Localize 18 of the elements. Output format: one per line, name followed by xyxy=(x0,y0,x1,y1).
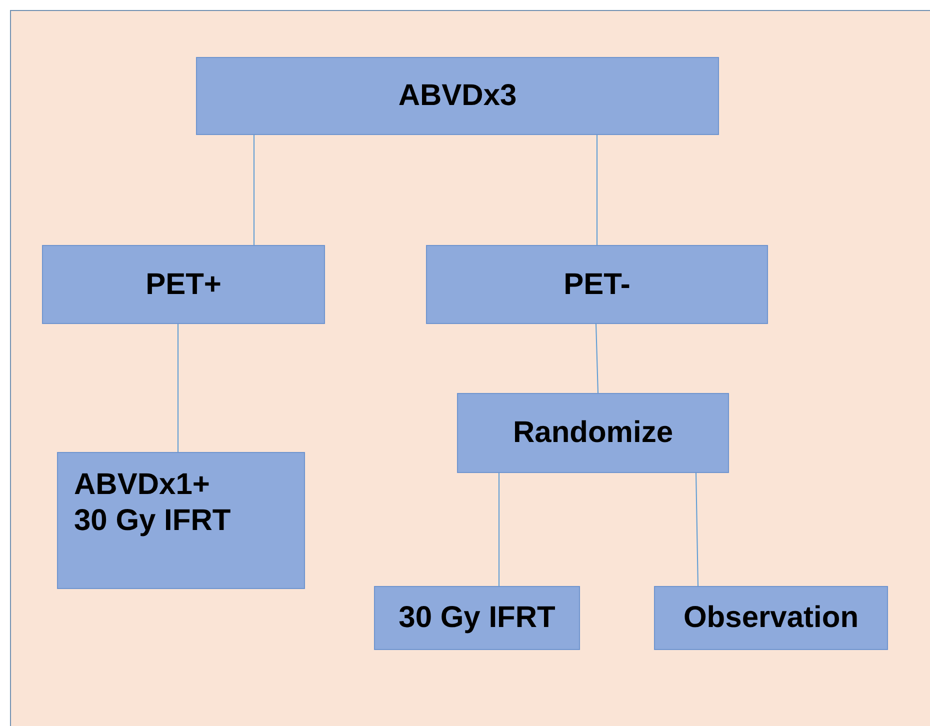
process-box xyxy=(654,586,888,650)
process-box xyxy=(457,393,729,473)
process-box xyxy=(374,586,580,650)
box-label: Observation xyxy=(683,601,859,635)
process-box xyxy=(196,57,719,135)
box-label: ABVDx1+ 30 Gy IFRT xyxy=(74,467,232,539)
connector-line xyxy=(596,324,598,394)
box-label: PET- xyxy=(564,268,630,302)
box-label: ABVDx3 xyxy=(398,79,517,113)
box-label: 30 Gy IFRT xyxy=(398,601,556,635)
box-label: PET+ xyxy=(146,268,222,302)
process-box xyxy=(42,245,325,324)
connector-line xyxy=(696,472,698,586)
process-box xyxy=(57,452,305,589)
connector-line xyxy=(596,134,598,246)
box-label: Randomize xyxy=(512,416,674,450)
connector-line xyxy=(498,472,500,586)
process-box xyxy=(426,245,768,324)
